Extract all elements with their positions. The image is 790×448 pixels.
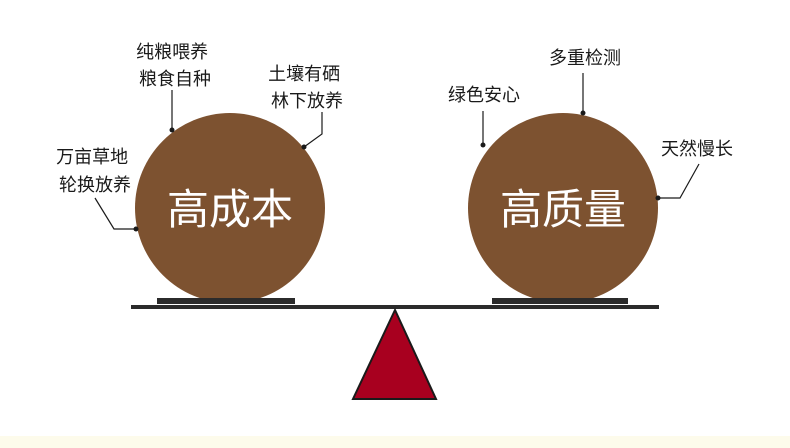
leader-dot-natural-slow bbox=[655, 195, 661, 201]
bottom-strip bbox=[0, 436, 790, 448]
leader-dot-rotation bbox=[133, 226, 139, 232]
scale-fulcrum bbox=[351, 307, 438, 400]
right-circle bbox=[468, 113, 658, 303]
right-circle-label: 高质量 bbox=[500, 185, 626, 234]
leader-dot-pure-grain bbox=[169, 127, 175, 133]
leader-dot-green-safe bbox=[480, 142, 486, 148]
left-seat bbox=[157, 298, 295, 304]
leader-line-rotation bbox=[94, 197, 136, 230]
scale-beam bbox=[131, 305, 659, 309]
leader-dot-free-range bbox=[301, 144, 307, 150]
left-circle bbox=[135, 113, 325, 303]
leader-line-natural-slow bbox=[658, 163, 700, 199]
callout-green-safe: 绿色安心 bbox=[448, 85, 520, 106]
leader-dot-multi-test bbox=[580, 110, 586, 116]
callout-rotation: 万亩草地 轮换放养 bbox=[56, 147, 134, 196]
callout-free-range: 土壤有硒 林下放养 bbox=[268, 64, 346, 112]
callout-pure-grain: 纯粮喂养 粮食自种 bbox=[136, 42, 214, 90]
callout-multi-test: 多重检测 bbox=[549, 48, 621, 69]
right-seat bbox=[492, 298, 628, 304]
leader-line-free-range bbox=[303, 112, 323, 148]
callout-natural-slow: 天然慢长 bbox=[661, 139, 733, 160]
left-circle-label: 高成本 bbox=[167, 185, 293, 234]
